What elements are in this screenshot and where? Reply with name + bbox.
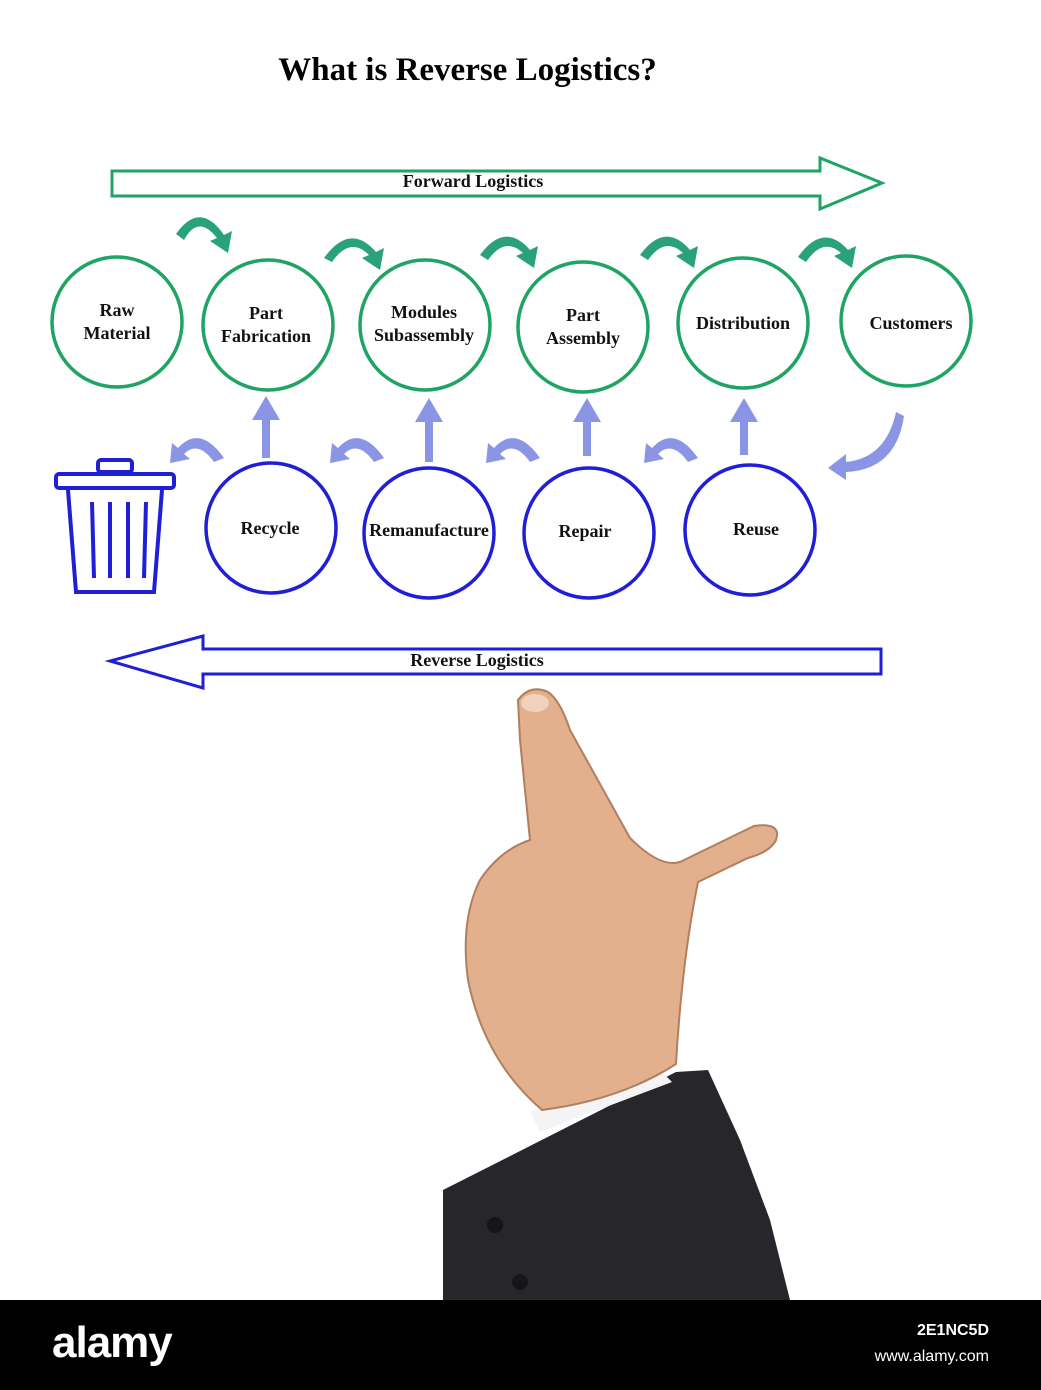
trash-bin-icon [54, 458, 176, 594]
reverse-connector-icon [486, 438, 540, 463]
reverse-connector-icon [330, 438, 384, 463]
image-id: 2E1NC5D [916, 1322, 989, 1339]
node-label-line: Modules [390, 302, 457, 322]
node-circle-part-assembly [516, 260, 650, 394]
node-label-customers: Customers [836, 312, 986, 335]
forward-connector-icon [176, 217, 232, 253]
node-label-line: Material [83, 323, 151, 343]
node-label-line: Subassembly [373, 325, 475, 345]
reverse-connector-icon [644, 438, 698, 463]
up-arrow-icon [415, 398, 443, 462]
node-circle-reuse [683, 463, 817, 597]
forward-connector-icon [324, 238, 384, 270]
node-circle-raw-material [50, 255, 184, 389]
up-arrow-icon [730, 398, 758, 455]
page-title: What is Reverse Logistics? [278, 52, 657, 88]
reverse-logistics-label: Reverse Logistics [410, 650, 544, 670]
reverse-connector-icon [170, 438, 224, 463]
reverse-connector-icon [828, 412, 904, 480]
image-url: www.alamy.com [874, 1348, 989, 1365]
node-label-raw-material: Raw Material [42, 299, 192, 345]
up-arrows [252, 396, 758, 462]
node-circle-repair [522, 466, 656, 600]
node-label-line: Distribution [695, 313, 791, 333]
node-label-line: Assembly [545, 328, 620, 348]
node-label-modules-subassembly: Modules Subassembly [349, 301, 499, 347]
watermark-bar [0, 1300, 1041, 1390]
node-label-remanufacture: Remanufacture [369, 520, 489, 540]
node-label-recycle: Recycle [240, 518, 300, 538]
pointing-hand-icon [443, 688, 790, 1300]
node-label-distribution: Distribution [668, 312, 818, 335]
reverse-logistics-arrow [104, 634, 883, 690]
forward-circles [50, 254, 973, 394]
reverse-circles [204, 461, 817, 600]
node-circle-recycle [204, 461, 338, 595]
node-label-line: Part [249, 303, 283, 323]
node-circle-modules-subassembly [358, 258, 492, 392]
forward-connectors [176, 217, 856, 270]
forward-logistics-arrow [110, 155, 886, 212]
node-label-part-assembly: Part Assembly [508, 304, 658, 350]
forward-connector-icon [640, 236, 698, 268]
node-circle-remanufacture [362, 466, 496, 600]
reverse-connectors [170, 412, 904, 480]
node-label-part-fabrication: Part Fabrication [191, 302, 341, 348]
watermark-logo: alamy [52, 1318, 173, 1367]
node-label-reuse: Reuse [733, 519, 779, 539]
up-arrow-icon [252, 396, 280, 458]
node-label-line: Customers [869, 313, 953, 333]
forward-connector-icon [480, 236, 538, 268]
forward-connector-icon [798, 237, 856, 268]
diagram-canvas [50, 155, 973, 1300]
node-label-line: Fabrication [221, 326, 311, 346]
node-circle-part-fabrication [201, 258, 335, 392]
node-label-repair: Repair [558, 521, 612, 541]
node-circle-customers [839, 254, 973, 388]
node-label-line: Part [566, 305, 600, 325]
node-circle-distribution [676, 256, 810, 390]
node-label-line: Raw [99, 300, 135, 320]
forward-logistics-label: Forward Logistics [402, 171, 544, 191]
up-arrow-icon [573, 398, 601, 456]
